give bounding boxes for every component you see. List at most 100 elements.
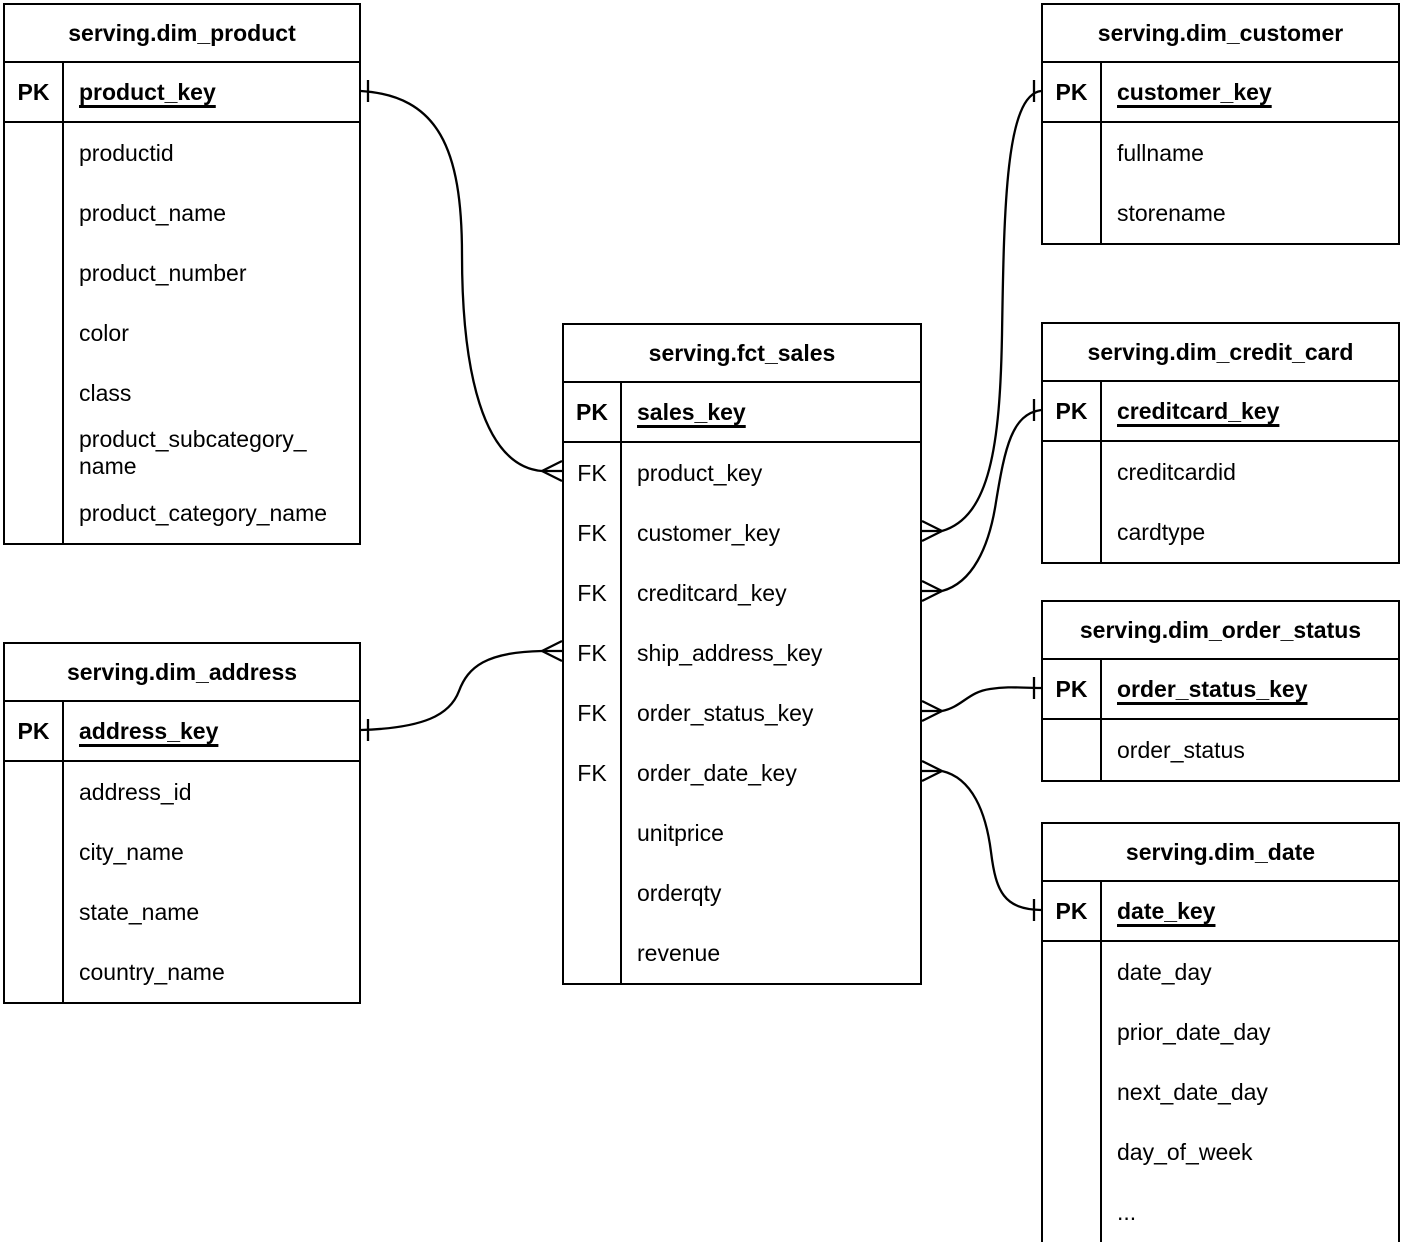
table-title: serving.dim_customer [1043, 5, 1398, 63]
primary-key-row: PK creditcard_key [1043, 382, 1398, 442]
key-tag [1043, 442, 1102, 502]
crow-foot-many-icon [921, 579, 943, 593]
column-name: creditcardid [1117, 458, 1236, 485]
key-tag [5, 882, 64, 942]
column-row: fullname [1043, 123, 1398, 183]
table-title: serving.fct_sales [564, 325, 920, 383]
column-name: date_day [1117, 958, 1212, 985]
column-name: order_status_key [637, 699, 814, 726]
crow-foot-many-icon [541, 639, 563, 653]
key-tag: PK [1043, 382, 1102, 440]
crow-foot-many-icon [921, 519, 943, 533]
column-name: creditcard_key [1117, 397, 1280, 424]
key-tag [1043, 942, 1102, 1002]
column-name: orderqty [637, 879, 722, 906]
key-tag [5, 363, 64, 423]
table-title: serving.dim_credit_card [1043, 324, 1398, 382]
column-name: color [79, 319, 129, 346]
column-name: order_status_key [1117, 675, 1308, 702]
key-tag [564, 803, 622, 863]
table-title: serving.dim_address [5, 644, 359, 702]
table-title: serving.dim_date [1043, 824, 1398, 882]
column-name: day_of_week [1117, 1138, 1253, 1165]
key-tag [5, 483, 64, 543]
column-name: address_key [79, 717, 219, 744]
key-tag: PK [1043, 660, 1102, 718]
column-name: product_category_name [79, 499, 328, 526]
table-title: serving.dim_product [5, 5, 359, 63]
column-row: creditcardid [1043, 442, 1398, 502]
column-row: revenue [564, 923, 920, 983]
column-row: storename [1043, 183, 1398, 243]
relationship-product_key [360, 80, 563, 483]
crow-foot-many-icon [921, 759, 943, 773]
column-name: order_date_key [637, 759, 797, 786]
crow-foot-many-icon [921, 709, 943, 723]
column-row: product_category_name [5, 483, 359, 543]
column-row: date_day [1043, 942, 1398, 1002]
column-row: ... [1043, 1182, 1398, 1242]
column-row: next_date_day [1043, 1062, 1398, 1122]
relationship-ship_address_key [360, 639, 563, 741]
key-tag: PK [5, 702, 64, 760]
column-name: storename [1117, 199, 1226, 226]
key-tag [1043, 502, 1102, 562]
relationship-line [941, 686, 1042, 713]
key-tag: FK [564, 443, 622, 503]
key-tag [5, 303, 64, 363]
key-tag: PK [5, 63, 64, 121]
crow-foot-many-icon [921, 699, 943, 713]
relationship-line [360, 649, 543, 732]
key-tag [1043, 1062, 1102, 1122]
column-row: color [5, 303, 359, 363]
column-name: product_key [79, 78, 216, 105]
column-row: country_name [5, 942, 359, 1002]
column-name: order_status [1117, 736, 1245, 763]
column-row: class [5, 363, 359, 423]
column-row: orderqty [564, 863, 920, 923]
column-name: fullname [1117, 139, 1204, 166]
key-tag [5, 183, 64, 243]
key-tag [5, 123, 64, 183]
key-tag [5, 762, 64, 822]
key-tag: PK [1043, 882, 1102, 940]
relationship-line [941, 89, 1042, 533]
crow-foot-many-icon [541, 649, 563, 663]
key-tag [1043, 720, 1102, 780]
primary-key-row: PK product_key [5, 63, 359, 123]
column-name: creditcard_key [637, 579, 787, 606]
column-name: sales_key [637, 398, 746, 425]
key-tag [5, 942, 64, 1002]
column-name: product_number [79, 259, 247, 286]
column-row: unitprice [564, 803, 920, 863]
column-name: product_name [79, 199, 227, 226]
column-name: unitprice [637, 819, 724, 846]
crow-foot-many-icon [541, 469, 563, 483]
table-title: serving.dim_order_status [1043, 602, 1398, 660]
key-tag [1043, 1182, 1102, 1242]
key-tag: FK [564, 503, 622, 563]
key-tag [5, 822, 64, 882]
column-row: prior_date_day [1043, 1002, 1398, 1062]
column-name: productid [79, 139, 174, 166]
relationship-order_date_key [921, 759, 1042, 921]
column-name: class [79, 379, 132, 406]
